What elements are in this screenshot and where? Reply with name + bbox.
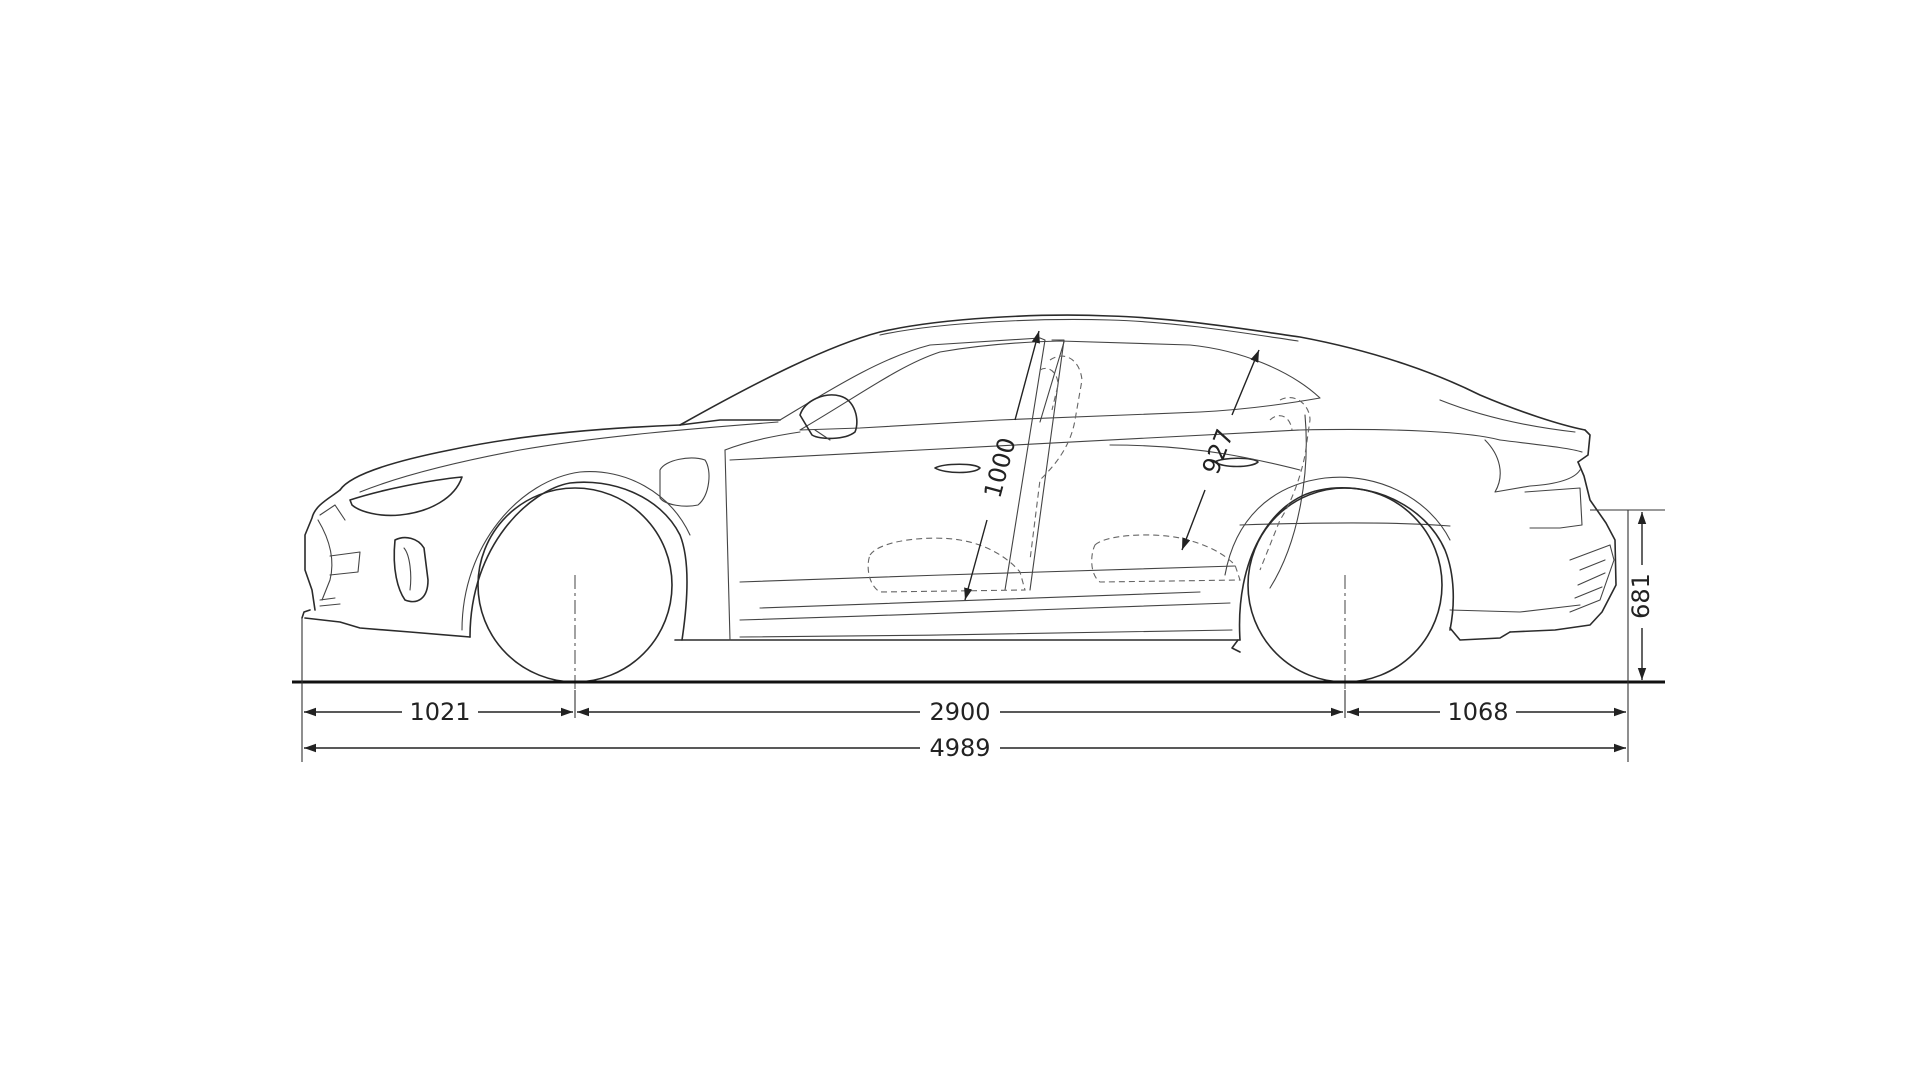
front-overhang-label: 1021: [409, 698, 470, 726]
overall-length-label: 4989: [929, 734, 990, 762]
wheel-center-lines: [574, 575, 1346, 690]
wheelbase-label: 2900: [929, 698, 990, 726]
extension-lines: [301, 509, 1665, 762]
car-outline: [301, 314, 1617, 683]
dimension-rear-overhang: 1068: [1347, 698, 1626, 726]
dimension-front-overhang: 1021: [304, 698, 573, 726]
dimension-wheelbase: 2900: [577, 698, 1343, 726]
dimension-overall-length: 4989: [304, 734, 1626, 762]
rear-loading-height-label: 681: [1627, 573, 1655, 619]
seat-hidden-lines: [867, 355, 1311, 593]
front-headroom-label: 1000: [979, 435, 1022, 501]
dimension-rear-loading-height: 681: [1627, 512, 1655, 680]
rear-headroom-label: 927: [1197, 425, 1240, 478]
rear-overhang-label: 1068: [1447, 698, 1508, 726]
